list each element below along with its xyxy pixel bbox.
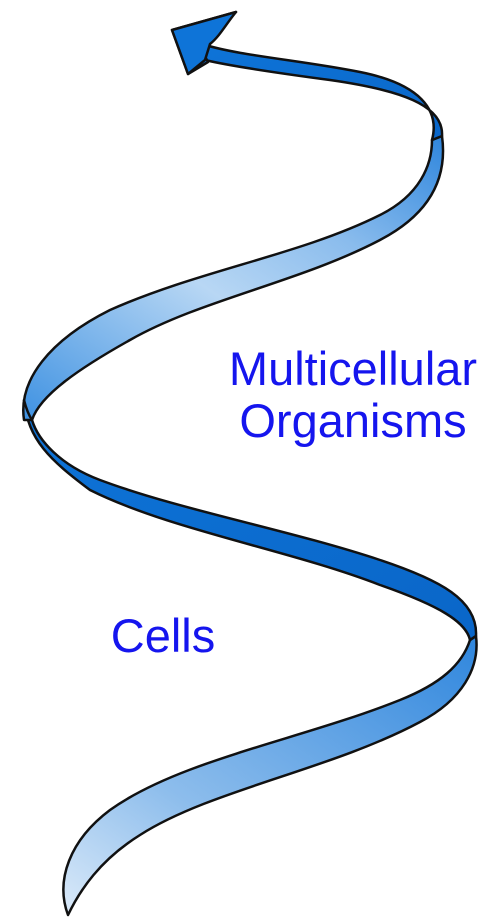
ribbon-segment-lower-front	[63, 636, 476, 915]
cells-label: Cells	[103, 610, 223, 662]
multicellular-organisms-label: Multicellular Organisms	[206, 343, 500, 447]
ribbon-segment-top-back	[202, 44, 442, 140]
multicellular-label-line1: Multicellular	[206, 343, 500, 395]
cells-label-text: Cells	[103, 610, 223, 662]
multicellular-label-line2: Organisms	[206, 395, 500, 447]
